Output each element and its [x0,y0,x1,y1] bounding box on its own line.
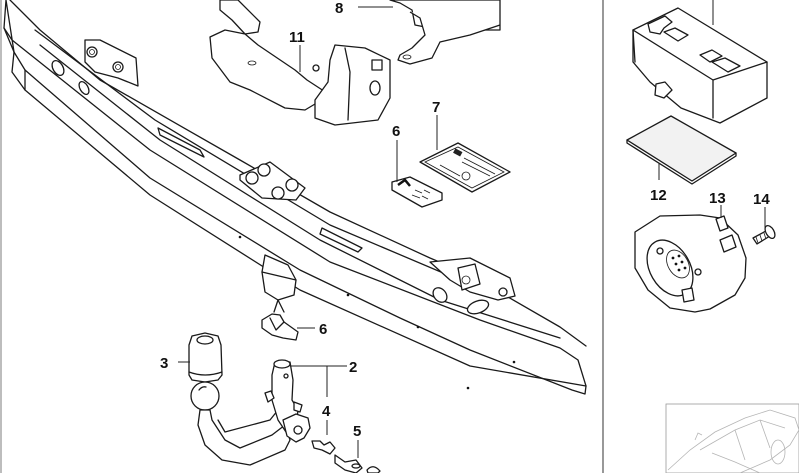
part-7-small-label[interactable] [391,176,443,208]
callout-5: 5 [353,423,361,440]
part-2-towbar-arm[interactable] [190,359,311,466]
callout-11: 11 [289,29,305,46]
callout-8: 7 [432,99,440,116]
part-3-ball-cap[interactable] [188,332,223,383]
part-8-instruction-label[interactable] [419,142,511,193]
vehicle-thumbnail[interactable] [665,403,799,473]
callout-4: 4 [322,403,331,420]
callout-2: 2 [349,359,357,376]
callout-7: 6 [392,123,400,140]
part-11-bracket[interactable] [209,0,391,126]
bumper-crossmember[interactable] [3,0,587,395]
part-6-socket-cover[interactable] [261,299,299,341]
connector-box[interactable] [632,7,768,124]
callout-14: 14 [753,191,770,208]
callout-13: 13 [709,190,726,207]
part-13-socket[interactable] [634,214,747,313]
leader-lines [178,0,766,458]
callout-6: 6 [319,321,327,338]
callout-3: 3 [160,355,168,372]
callout-12: 12 [650,187,667,204]
callout-10: 8 [335,0,343,17]
part-12-pad[interactable] [626,115,737,185]
part-4-lock-plug[interactable] [311,440,336,455]
part-14-screw[interactable] [752,224,777,245]
part-10-bracket[interactable] [389,0,501,65]
